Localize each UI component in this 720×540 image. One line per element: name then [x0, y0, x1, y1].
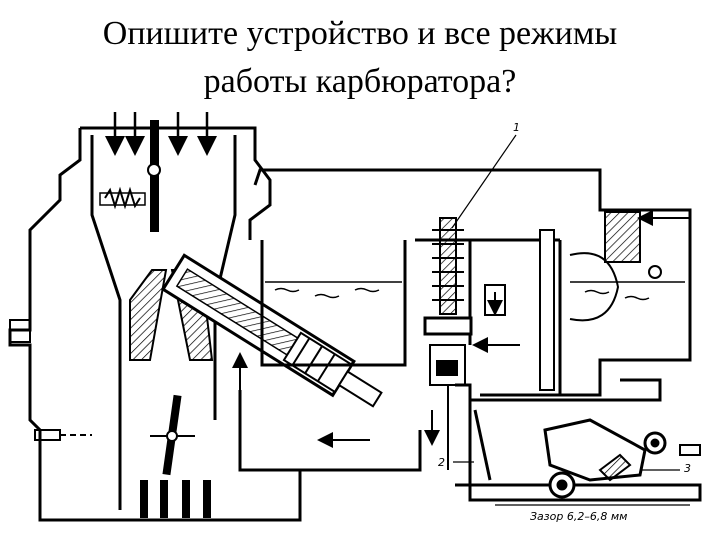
- callout-1: 1: [513, 121, 520, 134]
- callout-3: 3: [684, 462, 691, 475]
- fuel-flow-arrows: [232, 352, 440, 448]
- air-horn: [8, 126, 302, 522]
- leader-lines: [451, 134, 690, 506]
- slide-title: Опишите устройство и все режимы работы к…: [0, 10, 720, 106]
- throttle-valve: [150, 394, 195, 476]
- accelerator-pump: [423, 217, 473, 470]
- carburetor-diagram: 1 2 3 Зазор 6,2–6,8 мм: [8, 112, 702, 523]
- economizer-jet: [472, 284, 520, 353]
- emulsion-tube-assembly: [161, 253, 383, 408]
- fuel-level: [265, 281, 685, 301]
- mounting-studs: [140, 480, 211, 518]
- gap-label: Зазор 6,2–6,8 мм: [530, 510, 627, 523]
- air-inflow-arrows: [105, 112, 217, 156]
- title-line-1: Опишите устройство и все режимы: [102, 15, 618, 52]
- float-chamber: [238, 168, 692, 472]
- left-fittings: [9, 319, 92, 441]
- float-needle-valve: [539, 210, 690, 391]
- throttle-linkage: [455, 378, 702, 502]
- title-line-2: работы карбюратора?: [203, 63, 517, 100]
- choke-damper: [99, 120, 161, 232]
- callout-2: 2: [438, 456, 445, 469]
